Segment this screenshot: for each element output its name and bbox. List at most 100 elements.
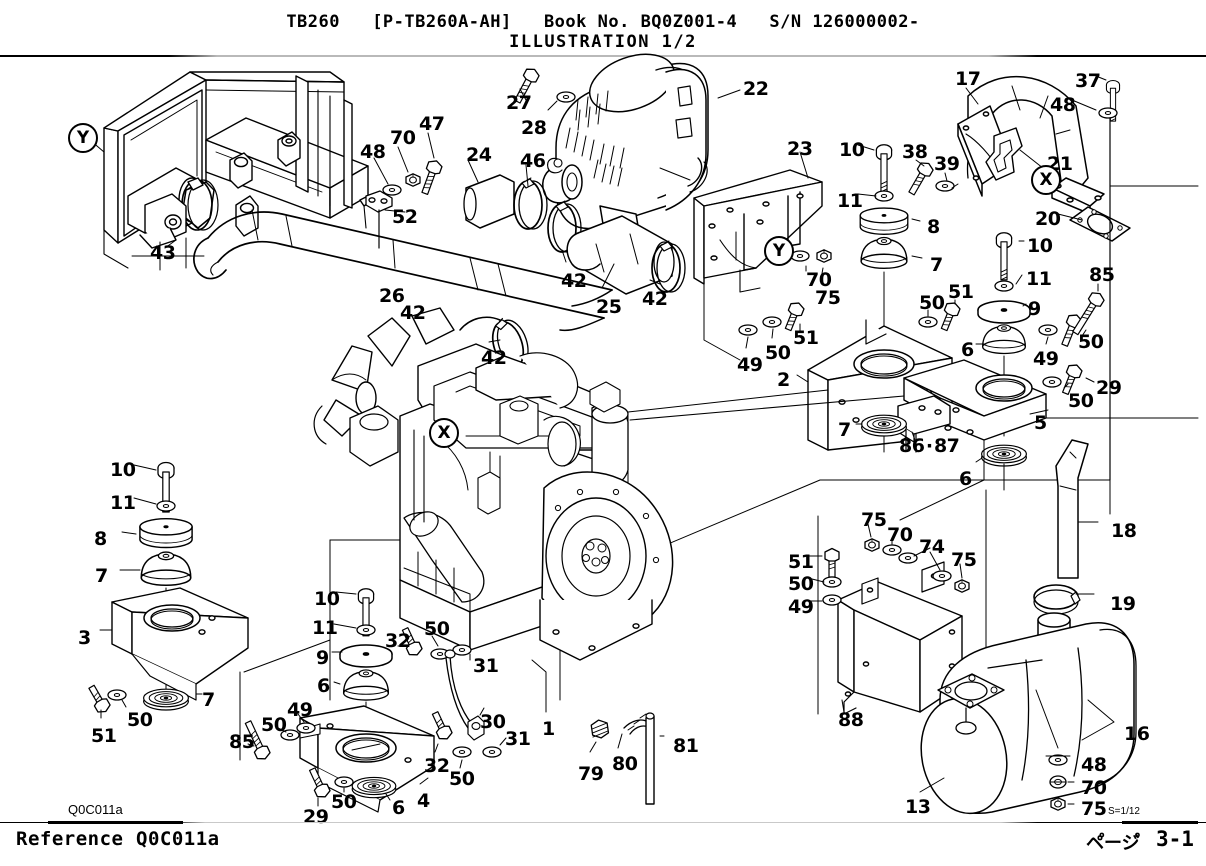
part-number-9: 9: [1028, 298, 1041, 320]
part-number-8: 8: [927, 216, 940, 238]
part-number-4: 4: [417, 790, 430, 812]
part-number-47: 47: [419, 113, 445, 135]
part-number-6: 6: [392, 797, 405, 819]
part-number-22: 22: [743, 78, 769, 100]
part-number-13: 13: [905, 796, 931, 818]
part-number-39: 39: [934, 153, 960, 175]
part-number-50: 50: [424, 618, 450, 640]
part-number-49: 49: [1033, 348, 1059, 370]
part-number-50: 50: [919, 292, 945, 314]
part-number-43: 43: [150, 242, 176, 264]
part-number-10: 10: [1027, 235, 1053, 257]
part-number-52: 52: [392, 206, 418, 228]
part-number-11: 11: [312, 617, 338, 639]
part-number-23: 23: [787, 138, 813, 160]
section-callout-x: X: [429, 418, 459, 448]
part-number-48: 48: [1081, 754, 1107, 776]
part-number-20: 20: [1035, 208, 1061, 230]
part-number-86---87: 86 · 87: [899, 435, 960, 457]
part-number-74: 74: [919, 536, 945, 558]
page-label-jp: ペ゚ージ゚: [1086, 833, 1140, 854]
header-divider: [0, 55, 1206, 57]
part-number-85: 85: [229, 731, 255, 753]
part-number-31: 31: [473, 655, 499, 677]
scale-note: S=1/12: [1108, 806, 1140, 817]
part-number-42: 42: [642, 288, 668, 310]
part-number-42: 42: [400, 302, 426, 324]
part-number-27: 27: [506, 92, 532, 114]
part-number-42: 42: [561, 270, 587, 292]
part-number-19: 19: [1110, 593, 1136, 615]
part-number-38: 38: [902, 141, 928, 163]
part-number-9: 9: [316, 647, 329, 669]
part-number-7: 7: [838, 419, 851, 441]
part-number-70: 70: [1081, 777, 1107, 799]
reference-value: Q0C011a: [136, 828, 220, 850]
part-number-81: 81: [673, 735, 699, 757]
part-number-31: 31: [505, 728, 531, 750]
part-number-50: 50: [331, 791, 357, 813]
part-number-50: 50: [127, 709, 153, 731]
part-number-48: 48: [360, 141, 386, 163]
reference-underline: [48, 821, 183, 824]
part-number-75: 75: [815, 287, 841, 309]
part-number-51: 51: [788, 551, 814, 573]
part-number-42: 42: [481, 347, 507, 369]
part-number-8: 8: [94, 528, 107, 550]
part-number-49: 49: [287, 699, 313, 721]
part-number-30: 30: [480, 711, 506, 733]
section-callout-x: X: [1031, 165, 1061, 195]
part-number-6: 6: [317, 675, 330, 697]
part-number-11: 11: [110, 492, 136, 514]
part-number-48: 48: [1050, 94, 1076, 116]
part-number-51: 51: [948, 281, 974, 303]
drawing-code-small: Q0C011a: [68, 802, 123, 817]
part-number-50: 50: [1078, 331, 1104, 353]
part-number-46: 46: [520, 150, 546, 172]
page-title-line2: ILLUSTRATION 1/2: [509, 32, 697, 52]
part-number-10: 10: [110, 459, 136, 481]
section-callout-y: Y: [764, 236, 794, 266]
part-number-6: 6: [959, 468, 972, 490]
footer-divider: [0, 822, 1206, 823]
part-number-7: 7: [95, 565, 108, 587]
part-number-50: 50: [1068, 390, 1094, 412]
part-number-29: 29: [1096, 377, 1122, 399]
part-number-10: 10: [314, 588, 340, 610]
part-number-88: 88: [838, 709, 864, 731]
part-number-50: 50: [788, 573, 814, 595]
part-number-37: 37: [1075, 70, 1101, 92]
section-callout-y: Y: [68, 123, 98, 153]
part-number-85: 85: [1089, 264, 1115, 286]
part-number-49: 49: [788, 596, 814, 618]
part-number-7: 7: [930, 254, 943, 276]
part-number-17: 17: [955, 68, 981, 90]
part-number-11: 11: [1026, 268, 1052, 290]
part-number-6: 6: [961, 339, 974, 361]
part-number-75: 75: [951, 549, 977, 571]
part-number-50: 50: [765, 342, 791, 364]
part-number-28: 28: [521, 117, 547, 139]
part-number-32: 32: [385, 630, 411, 652]
part-number-5: 5: [1034, 412, 1047, 434]
page-title-line1: TB260 [P-TB260A-AH] Book No. BQ0Z001-4 S…: [286, 12, 920, 32]
part-number-25: 25: [596, 296, 622, 318]
reference-label: Reference: [16, 828, 124, 850]
page-number: 3-1: [1156, 827, 1194, 851]
part-number-29: 29: [303, 806, 329, 828]
part-number-70: 70: [806, 269, 832, 291]
part-number-16: 16: [1124, 723, 1150, 745]
part-number-80: 80: [612, 753, 638, 775]
part-number-26: 26: [379, 285, 405, 307]
part-number-32: 32: [424, 755, 450, 777]
part-number-11: 11: [837, 190, 863, 212]
part-number-1: 1: [542, 718, 555, 740]
part-number-10: 10: [839, 139, 865, 161]
part-number-51: 51: [91, 725, 117, 747]
part-number-75: 75: [1081, 798, 1107, 820]
part-number-75: 75: [861, 509, 887, 531]
part-number-3: 3: [78, 627, 91, 649]
part-number-2: 2: [777, 369, 790, 391]
